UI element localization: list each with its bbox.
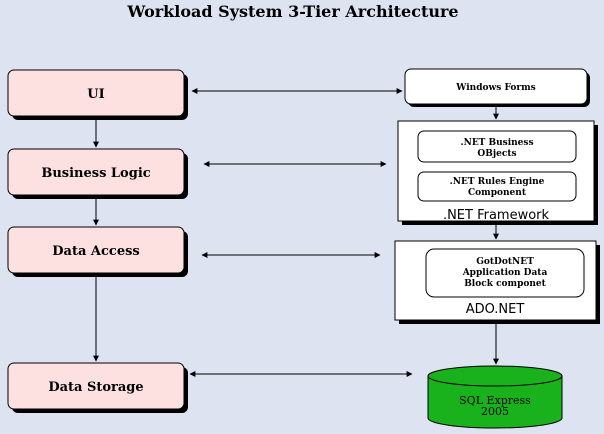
tier-business-logic: Business Logic bbox=[7, 148, 188, 199]
net-framework-caption: .NET Framework bbox=[443, 208, 550, 223]
tier-data-storage-label: Data Storage bbox=[48, 380, 143, 395]
sql-express-line2: 2005 bbox=[481, 405, 509, 418]
net-business-objects-line2: OBjects bbox=[477, 149, 516, 159]
net-rules-engine-box: .NET Rules Engine Component bbox=[417, 171, 577, 202]
tier-ui: UI bbox=[7, 69, 188, 120]
net-business-objects-box: .NET Business OBjects bbox=[417, 130, 577, 163]
data-block-line2: Application Data bbox=[462, 268, 548, 278]
net-rules-engine-line1: .NET Rules Engine bbox=[450, 177, 545, 187]
tier-data-access: Data Access bbox=[7, 226, 188, 277]
data-block-box: GotDotNET Application Data Block compone… bbox=[425, 248, 585, 298]
diagram-title: Workload System 3-Tier Architecture bbox=[126, 2, 458, 21]
net-framework-frame: .NET Business OBjects .NET Rules Engine … bbox=[397, 120, 598, 225]
windows-forms-label: Windows Forms bbox=[455, 83, 535, 93]
tier-ui-label: UI bbox=[87, 87, 104, 102]
net-business-objects-line1: .NET Business bbox=[460, 138, 533, 148]
ado-net-frame: GotDotNET Application Data Block compone… bbox=[394, 240, 600, 324]
net-rules-engine-line2: Component bbox=[468, 188, 527, 198]
sql-express-database: SQL Express 2005 bbox=[427, 365, 563, 429]
ado-net-caption: ADO.NET bbox=[466, 302, 525, 317]
data-block-line1: GotDotNET bbox=[476, 257, 534, 267]
tier-business-logic-label: Business Logic bbox=[41, 166, 150, 181]
tier-data-access-label: Data Access bbox=[52, 244, 139, 259]
data-block-line3: Block componet bbox=[464, 279, 546, 289]
windows-forms-box: Windows Forms bbox=[404, 68, 590, 107]
sql-express-line1: SQL Express bbox=[459, 394, 531, 407]
tier-data-storage: Data Storage bbox=[7, 362, 188, 413]
